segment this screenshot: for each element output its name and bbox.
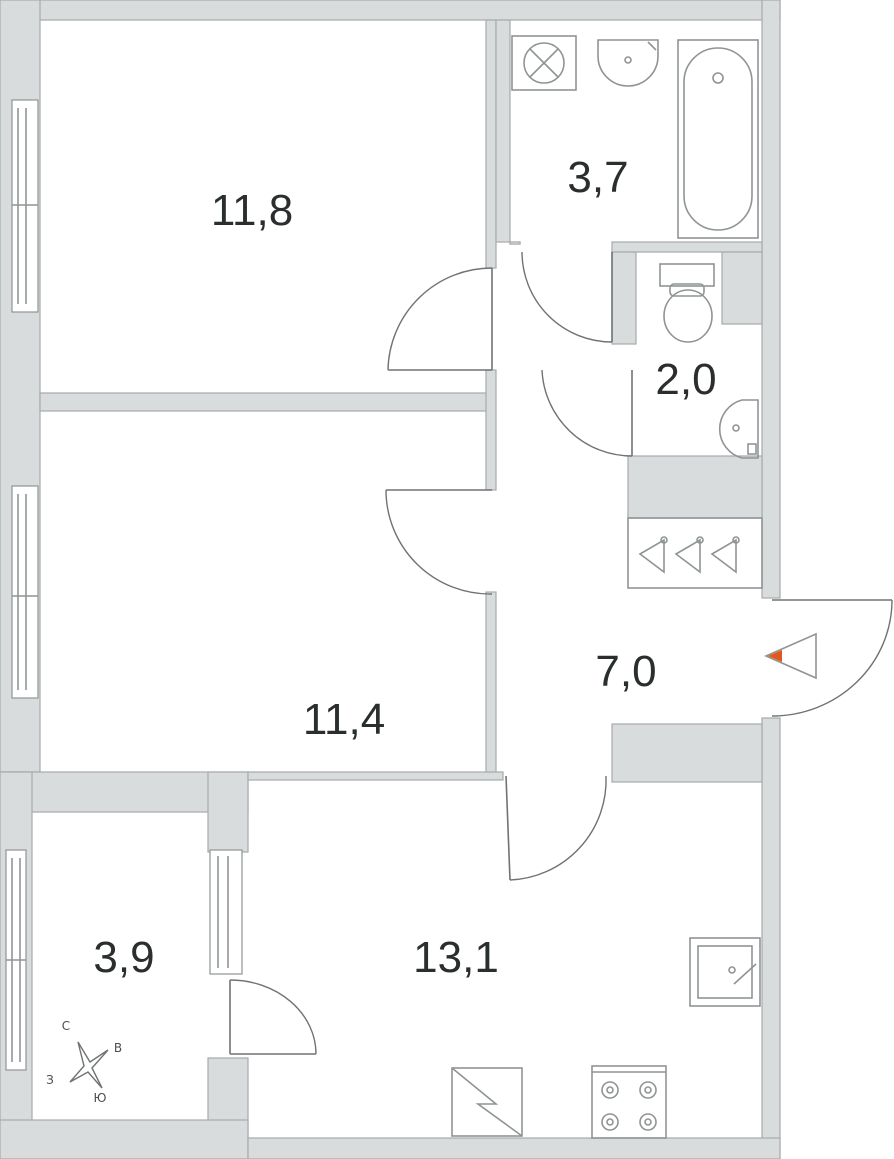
wall-bath-left-mid xyxy=(485,369,497,491)
door-entrance[interactable] xyxy=(771,599,893,717)
entrance-arrow-icon xyxy=(768,650,782,662)
hall-shaft xyxy=(611,723,763,783)
windows xyxy=(5,99,243,1071)
kitchen-sink-icon xyxy=(689,937,761,1007)
wall-right-lower xyxy=(761,717,781,1159)
wardrobe-base xyxy=(627,455,763,519)
balcony-top-wall xyxy=(0,771,249,813)
window-kitchen-balcony xyxy=(209,849,243,975)
toilet-icon xyxy=(659,263,715,343)
hanger-icon xyxy=(674,536,704,574)
washing-machine-icon xyxy=(511,35,577,91)
area-bathroom: 3,7 xyxy=(567,153,628,202)
door-south-bedroom[interactable] xyxy=(385,489,493,595)
area-bedroom-south: 11,4 xyxy=(303,695,385,744)
entrance-marker xyxy=(764,632,817,680)
compass-south-label: Ю xyxy=(94,1091,107,1105)
wall-toilet-left xyxy=(611,251,637,345)
bathroom-fixtures xyxy=(511,35,759,239)
bathtub-icon xyxy=(677,39,759,239)
wall-bath-left-top xyxy=(485,19,497,269)
wall-kitchen-top xyxy=(247,771,504,781)
interior-walls xyxy=(39,19,763,783)
window-north-bedroom xyxy=(11,99,39,313)
wardrobe xyxy=(627,517,763,589)
area-kitchen: 13,1 xyxy=(413,933,499,982)
outer-walls xyxy=(0,0,781,1159)
kitchen-fixtures xyxy=(451,937,761,1139)
balcony-bottom-wall xyxy=(0,1119,249,1159)
hanger-icon xyxy=(710,536,740,574)
compass-north-label: С xyxy=(62,1019,70,1033)
wall-bottom xyxy=(247,1137,781,1159)
window-south-bedroom xyxy=(11,485,39,699)
window-balcony-left xyxy=(5,849,27,1071)
door-bathroom[interactable] xyxy=(521,251,613,343)
area-bedroom-north: 11,8 xyxy=(211,186,293,235)
wall-top xyxy=(0,0,781,21)
area-toilet: 2,0 xyxy=(655,355,716,404)
room-labels: 11,8 3,7 2,0 11,4 7,0 3,9 13,1 xyxy=(93,153,716,982)
toilet-sink-icon xyxy=(718,399,759,459)
compass-rose: С В Ю З xyxy=(46,1019,122,1105)
toilet-fixtures xyxy=(659,263,759,459)
wall-bedroom-south-right xyxy=(485,591,497,777)
area-hallway: 7,0 xyxy=(595,647,656,696)
door-north-bedroom[interactable] xyxy=(387,267,493,371)
area-balcony: 3,9 xyxy=(93,933,154,982)
doors xyxy=(229,251,893,1055)
bathroom-sink-icon xyxy=(597,39,659,87)
compass-east-label: В xyxy=(114,1041,122,1055)
toilet-shaft xyxy=(721,251,763,325)
wall-between-bedrooms xyxy=(39,392,496,412)
wall-right-upper xyxy=(761,0,781,599)
door-toilet[interactable] xyxy=(541,369,633,457)
door-kitchen[interactable] xyxy=(505,775,607,881)
balcony-right-wall-upper xyxy=(207,771,249,853)
wall-bath-toilet xyxy=(611,241,763,253)
bath-inner-left xyxy=(495,19,511,243)
compass-west-label: З xyxy=(46,1073,54,1087)
bath-wall-stub xyxy=(509,241,521,245)
electrical-panel-icon xyxy=(451,1067,523,1137)
hanger-icon xyxy=(638,536,668,574)
door-balcony[interactable] xyxy=(229,979,317,1055)
stove-icon xyxy=(591,1065,667,1139)
